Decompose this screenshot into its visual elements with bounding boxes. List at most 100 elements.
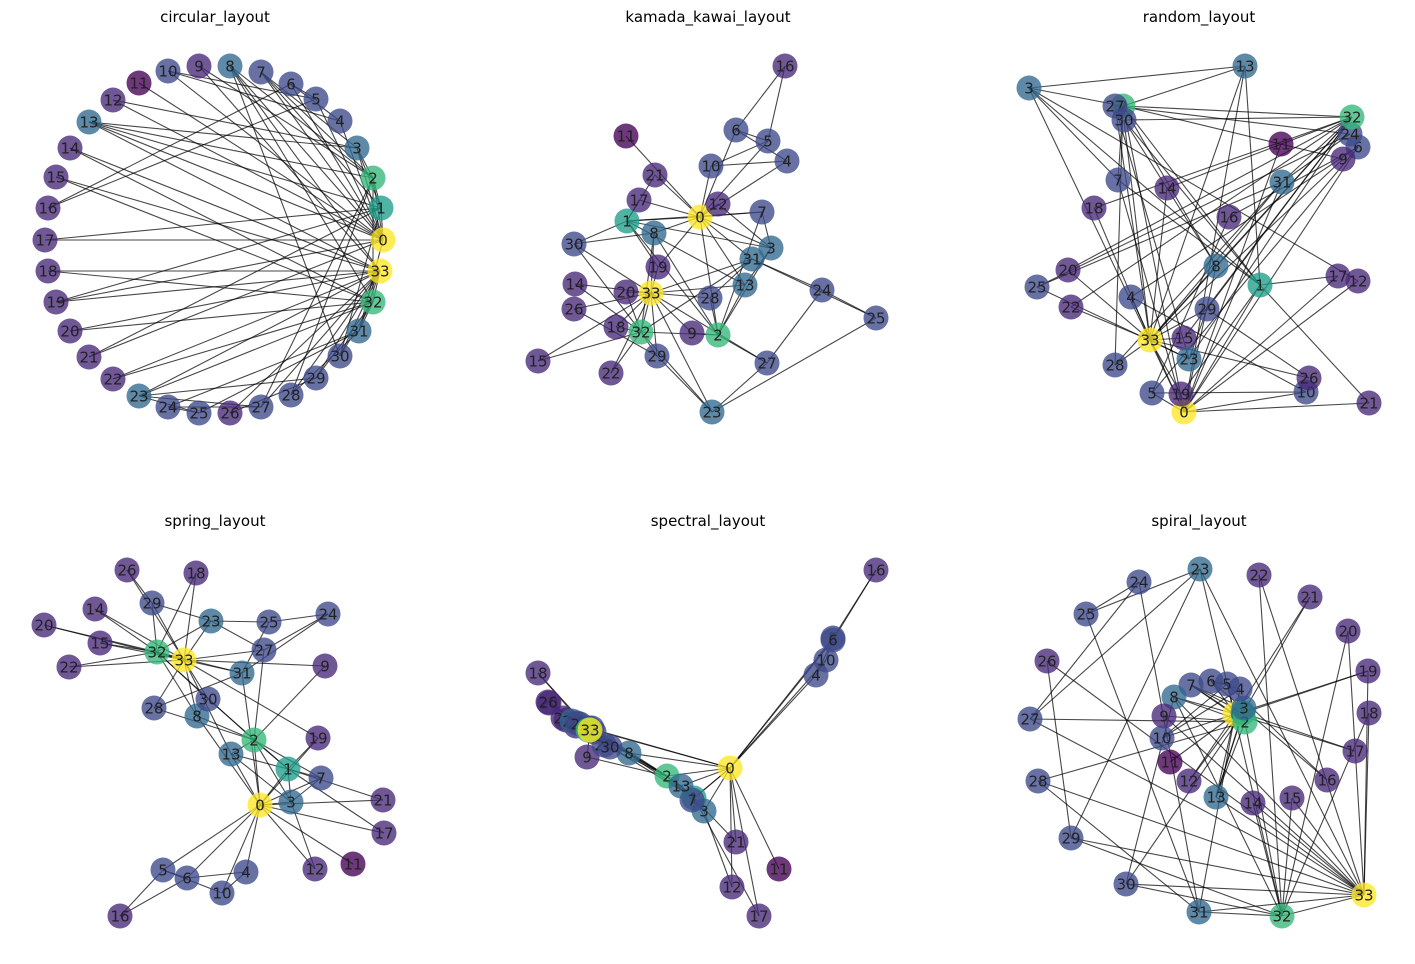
node-group: 0123456789101112131415161718192021222324… bbox=[1016, 53, 1382, 425]
node-circle bbox=[561, 231, 587, 257]
node-label: 33 bbox=[1354, 887, 1373, 905]
node-label: 8 bbox=[192, 708, 202, 726]
edge-5-10 bbox=[1161, 683, 1228, 739]
node-circle bbox=[746, 903, 772, 929]
node-14: 14 bbox=[562, 271, 588, 297]
node-circle bbox=[1017, 706, 1043, 732]
node-circle bbox=[233, 859, 259, 885]
node-circle bbox=[1330, 146, 1356, 172]
node-16: 16 bbox=[35, 195, 61, 221]
edge-23-32 bbox=[1188, 116, 1353, 360]
node-label: 32 bbox=[147, 644, 166, 662]
edge-3-7 bbox=[260, 71, 358, 149]
node-26: 26 bbox=[114, 557, 140, 583]
edge-20-32 bbox=[69, 301, 374, 332]
edge-13-33 bbox=[1149, 65, 1246, 341]
node-circle bbox=[1113, 871, 1139, 897]
node-23: 23 bbox=[198, 608, 224, 634]
node-4: 4 bbox=[1118, 284, 1144, 310]
node-label: 30 bbox=[330, 348, 349, 366]
node-13: 13 bbox=[218, 741, 244, 767]
node-circle bbox=[598, 360, 624, 386]
node-20: 20 bbox=[613, 279, 639, 305]
edge-3-13 bbox=[88, 121, 358, 149]
node-circle bbox=[1118, 284, 1144, 310]
node-label: 14 bbox=[1243, 795, 1262, 813]
edge-2-13 bbox=[1215, 721, 1246, 798]
edge-2-32 bbox=[1244, 721, 1283, 917]
node-18: 18 bbox=[1081, 195, 1107, 221]
node-circle bbox=[150, 857, 176, 883]
node-17: 17 bbox=[371, 820, 397, 846]
edge-0-13 bbox=[1215, 713, 1236, 798]
edge-8-33 bbox=[229, 65, 381, 272]
node-label: 13 bbox=[735, 277, 754, 295]
node-circle bbox=[749, 199, 775, 225]
node-24: 24 bbox=[1126, 569, 1152, 595]
edge-0-11 bbox=[259, 804, 354, 865]
node-11: 11 bbox=[126, 70, 152, 96]
node-17: 17 bbox=[1342, 738, 1368, 764]
node-label: 18 bbox=[528, 665, 547, 683]
node-circle bbox=[360, 165, 386, 191]
edge-0-13 bbox=[88, 121, 384, 241]
node-label: 16 bbox=[38, 200, 57, 218]
node-circle bbox=[1240, 790, 1266, 816]
node-circle bbox=[1187, 556, 1213, 582]
node-label: 21 bbox=[373, 792, 392, 810]
edge-0-3 bbox=[1028, 87, 1185, 413]
node-25: 25 bbox=[1024, 274, 1050, 300]
edge-5-16 bbox=[1151, 216, 1230, 394]
edge-2-13 bbox=[88, 121, 374, 179]
node-label: 4 bbox=[782, 153, 792, 171]
node-label: 18 bbox=[1084, 200, 1103, 218]
node-circle bbox=[367, 258, 393, 284]
node-label: 9 bbox=[194, 58, 204, 76]
node-circle bbox=[344, 135, 370, 161]
node-circle bbox=[57, 318, 83, 344]
node-1: 1 bbox=[275, 756, 301, 782]
node-circle bbox=[82, 596, 108, 622]
node-circle bbox=[562, 271, 588, 297]
node-circle bbox=[275, 756, 301, 782]
node-circle bbox=[687, 204, 713, 230]
node-label: 30 bbox=[1116, 876, 1135, 894]
edge-23-29 bbox=[138, 377, 317, 397]
node-1: 1 bbox=[368, 195, 394, 221]
edge-31-32 bbox=[640, 258, 753, 333]
edge-31-32 bbox=[1198, 911, 1283, 917]
node-label: 26 bbox=[220, 405, 239, 423]
edge-29-33 bbox=[315, 270, 381, 379]
node-label: 8 bbox=[1211, 258, 1221, 276]
node-label: 19 bbox=[1358, 663, 1377, 681]
node-label: 7 bbox=[256, 64, 266, 82]
node-circle bbox=[613, 123, 639, 149]
node-label: 17 bbox=[749, 908, 768, 926]
edge-8-33 bbox=[1173, 696, 1365, 896]
edge-23-29 bbox=[1070, 568, 1201, 839]
edge-29-33 bbox=[1070, 837, 1365, 896]
node-circle bbox=[719, 874, 745, 900]
node-circle bbox=[370, 787, 396, 813]
node-label: 0 bbox=[695, 209, 705, 227]
node-23: 23 bbox=[1187, 556, 1213, 582]
node-22: 22 bbox=[1246, 562, 1272, 588]
edge-15-32 bbox=[1281, 797, 1293, 917]
node-circle bbox=[198, 608, 224, 634]
edge-22-32 bbox=[1258, 574, 1283, 917]
edge-0-5 bbox=[162, 804, 261, 871]
node-circle bbox=[183, 560, 209, 586]
node-label: 10 bbox=[158, 63, 177, 81]
edge-6-16 bbox=[735, 65, 786, 131]
node-circle bbox=[1335, 618, 1361, 644]
node-24: 24 bbox=[155, 394, 181, 420]
node-label: 20 bbox=[1058, 262, 1077, 280]
node-circle bbox=[186, 53, 212, 79]
node-23: 23 bbox=[699, 399, 725, 425]
node-16: 16 bbox=[1216, 204, 1242, 230]
node-16: 16 bbox=[863, 557, 889, 583]
node-18: 18 bbox=[525, 660, 551, 686]
node-circle bbox=[732, 272, 758, 298]
edge-1-21 bbox=[287, 768, 384, 801]
node-circle bbox=[302, 856, 328, 882]
